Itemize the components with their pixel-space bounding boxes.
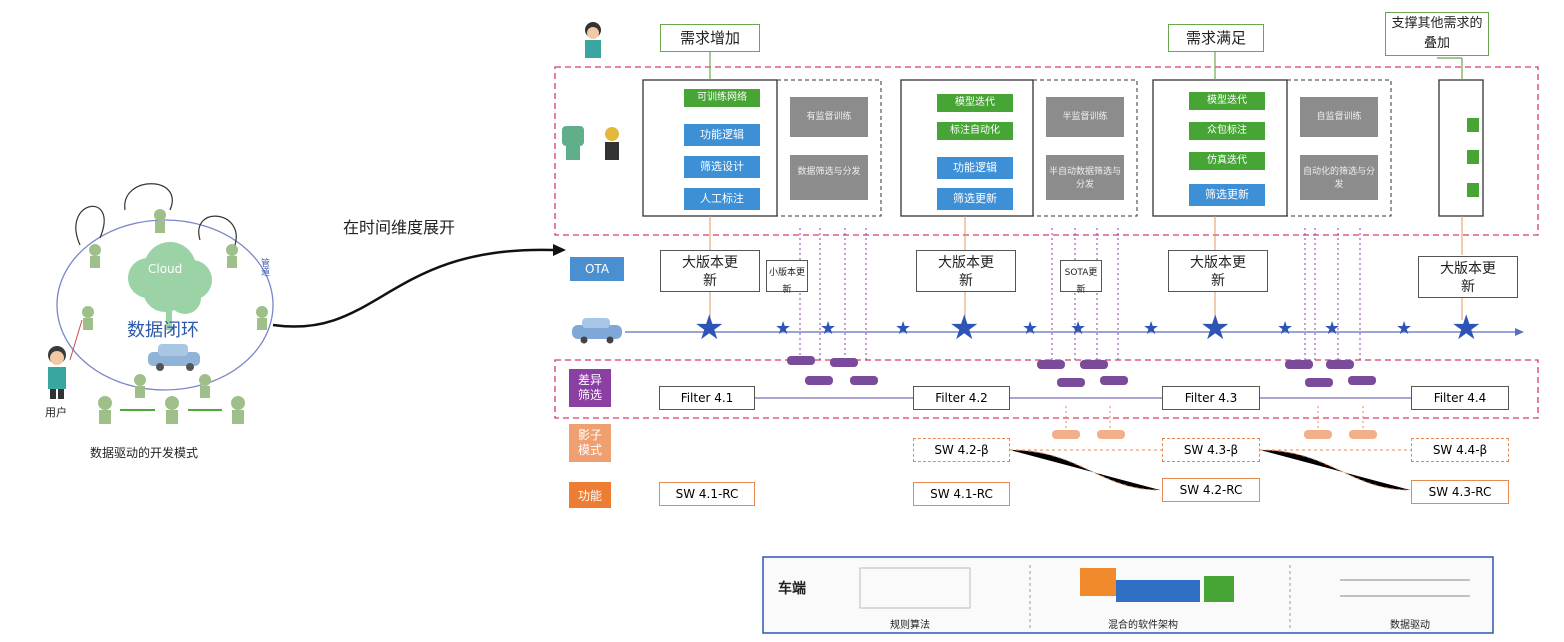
callout-demand-met: 需求满足 — [1168, 24, 1264, 52]
callout-support-other: 支撑其他需求的叠加 — [1385, 12, 1489, 56]
function-version-1: SW 4.1-RC — [659, 482, 755, 506]
release-star-icon: ★ — [1143, 318, 1160, 339]
major-release-star-icon: ★ — [1451, 308, 1482, 348]
major-update-1: 大版本更新 — [660, 250, 760, 292]
function-version-2: SW 4.1-RC — [913, 482, 1010, 506]
loop-title: 数据闭环 — [127, 320, 199, 341]
panel3-gray-0: 自监督训练 — [1300, 97, 1378, 137]
panel1-gray-1: 数据筛选与分发 — [790, 155, 868, 200]
sota-update: SOTA更新 — [1060, 260, 1102, 295]
panel3-green-2: 仿真迭代 — [1189, 152, 1265, 170]
panel3-gray-1: 自动化的筛选与分发 — [1300, 155, 1378, 200]
release-star-icon: ★ — [1396, 318, 1413, 339]
release-star-icon: ★ — [820, 318, 837, 339]
panel4-block-2 — [1467, 183, 1479, 197]
legend-item-hybrid: 混合的软件架构 — [1108, 620, 1178, 631]
legend-item-rules: 规则算法 — [890, 620, 930, 631]
release-star-icon: ★ — [775, 318, 792, 339]
release-star-icon: ★ — [895, 318, 912, 339]
legend-title: 车端 — [778, 581, 806, 597]
sota-update-label: SOTA更新 — [1064, 268, 1098, 295]
row-label-function: 功能 — [569, 482, 611, 508]
row-label-ota: OTA — [570, 257, 624, 281]
fleet-cars-icon — [787, 356, 1376, 387]
expand-label: 在时间维度展开 — [343, 218, 456, 237]
shadow-version-3: SW 4.4-β — [1411, 438, 1509, 462]
shadow-version-2: SW 4.3-β — [1162, 438, 1260, 462]
minor-update: 小版本更新 — [766, 260, 808, 295]
panel2-blue-1: 筛选更新 — [937, 188, 1013, 210]
panel3-blue-0: 筛选更新 — [1189, 184, 1265, 206]
pipeline-label: 管道 — [259, 258, 269, 276]
release-star-icon: ★ — [1070, 318, 1087, 339]
panel2-blue-0: 功能逻辑 — [937, 157, 1013, 179]
worker-icon — [605, 127, 619, 160]
major-update-4: 大版本更新 — [1418, 256, 1518, 298]
row-label-shadow: 影子模式 — [569, 424, 611, 462]
panel1-gray-0: 有监督训练 — [790, 97, 868, 137]
major-update-3: 大版本更新 — [1168, 250, 1268, 292]
panel4-block-0 — [1467, 118, 1479, 132]
expand-arrow — [272, 244, 566, 328]
function-version-3: SW 4.2-RC — [1162, 478, 1260, 502]
user-label: 用户 — [45, 406, 67, 419]
shadow-version-1: SW 4.2-β — [913, 438, 1010, 462]
major-update-2: 大版本更新 — [916, 250, 1016, 292]
user-icon — [48, 346, 66, 399]
row-label-filter: 差异筛选 — [569, 369, 611, 407]
panel3-green-0: 模型迭代 — [1189, 92, 1265, 110]
release-star-icon: ★ — [1324, 318, 1341, 339]
panel1-green-0: 可训练网络 — [684, 89, 760, 107]
panel2-green-1: 标注自动化 — [937, 122, 1013, 140]
cloud-label: Cloud — [148, 262, 183, 276]
panel4-block-1 — [1467, 150, 1479, 164]
filter-box-3: Filter 4.3 — [1162, 386, 1260, 410]
filter-box-4: Filter 4.4 — [1411, 386, 1509, 410]
release-star-icon: ★ — [1022, 318, 1039, 339]
filter-box-2: Filter 4.2 — [913, 386, 1010, 410]
panel1-blue-0: 功能逻辑 — [684, 124, 760, 146]
callout-demand-up: 需求增加 — [660, 24, 760, 52]
panel3-green-1: 众包标注 — [1189, 122, 1265, 140]
minor-update-label: 小版本更新 — [769, 268, 806, 295]
car-icon — [148, 344, 200, 371]
major-release-star-icon: ★ — [694, 308, 725, 348]
panel1-blue-1: 筛选设计 — [684, 156, 760, 178]
function-version-4: SW 4.3-RC — [1411, 480, 1509, 504]
legend-item-data-driven: 数据驱动 — [1390, 620, 1430, 631]
panel2-green-0: 模型迭代 — [937, 94, 1013, 112]
panel1-blue-2: 人工标注 — [684, 188, 760, 210]
data-loop-diagram — [48, 183, 274, 424]
ota-car-icon — [572, 318, 622, 344]
engineer-icon — [585, 22, 601, 58]
loop-caption: 数据驱动的开发模式 — [90, 446, 199, 460]
major-release-star-icon: ★ — [1200, 308, 1231, 348]
cloud-icon — [128, 242, 212, 330]
filter-box-1: Filter 4.1 — [659, 386, 755, 410]
release-star-icon: ★ — [1277, 318, 1294, 339]
shadow-cars-icon — [1052, 430, 1377, 439]
panel2-gray-0: 半监督训练 — [1046, 97, 1124, 137]
panel2-gray-1: 半自动数据筛选与分发 — [1046, 155, 1124, 200]
major-release-star-icon: ★ — [949, 308, 980, 348]
robot-icon — [562, 126, 584, 160]
